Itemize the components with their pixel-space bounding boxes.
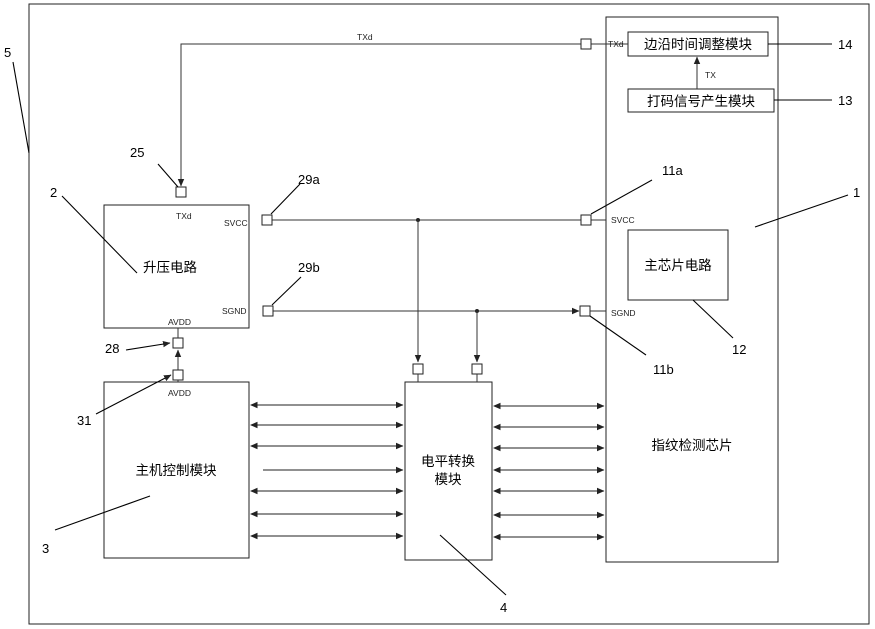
- ref-29b: 29b: [298, 260, 320, 275]
- level-shift-svcc-pad: [413, 364, 423, 374]
- boost-sgnd-pin: SGND: [222, 306, 247, 316]
- level-shift-label-2: 模块: [435, 472, 462, 488]
- avdd-host-pad-31: [173, 370, 183, 380]
- ref-28: 28: [105, 341, 119, 356]
- code-signal-gen-label: 打码信号产生模块: [647, 93, 755, 110]
- host-control-label: 主机控制模块: [136, 463, 217, 479]
- chip-svcc-pin: SVCC: [611, 215, 635, 225]
- ref-11a: 11a: [662, 163, 683, 178]
- level-shift-chip-bus: [494, 406, 604, 537]
- main-chip-circuit-label: 主芯片电路: [644, 258, 712, 274]
- leader-28: [126, 343, 170, 350]
- ref-12: 12: [732, 342, 746, 357]
- level-shift-block: [405, 382, 492, 560]
- ref-1: 1: [853, 185, 860, 200]
- ref-13: 13: [838, 93, 852, 108]
- ref-31: 31: [77, 413, 91, 428]
- boost-circuit-label: 升压电路: [143, 260, 197, 276]
- txd-boost-pad-25: [176, 187, 186, 197]
- boost-svcc-pin: SVCC: [224, 218, 248, 228]
- ref-25: 25: [130, 145, 144, 160]
- txd-wire-label: TXd: [357, 32, 373, 42]
- level-shift-label-1: 电平转换: [421, 454, 475, 470]
- txd-wire-to-boost: [181, 44, 581, 186]
- chip-txd-pin: TXd: [608, 39, 624, 49]
- edge-time-adjust-label: 边沿时间调整模块: [644, 37, 752, 53]
- ref-14: 14: [838, 37, 852, 52]
- sgnd-chip-pad-11b: [580, 306, 590, 316]
- leader-29b: [272, 277, 301, 305]
- host-avdd-pin: AVDD: [168, 388, 191, 398]
- svcc-chip-pad-11a: [581, 215, 591, 225]
- ref-3: 3: [42, 541, 49, 556]
- avdd-boost-pad-28: [173, 338, 183, 348]
- svcc-boost-pad-29a: [262, 215, 272, 225]
- host-level-shift-bus: [251, 405, 403, 536]
- ref-11b: 11b: [653, 362, 674, 377]
- level-shift-sgnd-pad: [472, 364, 482, 374]
- fingerprint-chip-label: 指纹检测芯片: [652, 438, 733, 454]
- leader-29a: [271, 184, 300, 214]
- ref-5: 5: [4, 45, 11, 60]
- ref-2: 2: [50, 185, 57, 200]
- leader-25: [158, 164, 178, 187]
- chip-sgnd-pin: SGND: [611, 308, 636, 318]
- ref-29a: 29a: [298, 172, 320, 187]
- ref-4: 4: [500, 600, 507, 615]
- tx-pin-label: TX: [705, 70, 716, 80]
- boost-avdd-pin: AVDD: [168, 317, 191, 327]
- leader-5: [13, 62, 29, 153]
- boost-txd-pin: TXd: [176, 211, 192, 221]
- txd-chip-pad: [581, 39, 591, 49]
- sgnd-boost-pad-29b: [263, 306, 273, 316]
